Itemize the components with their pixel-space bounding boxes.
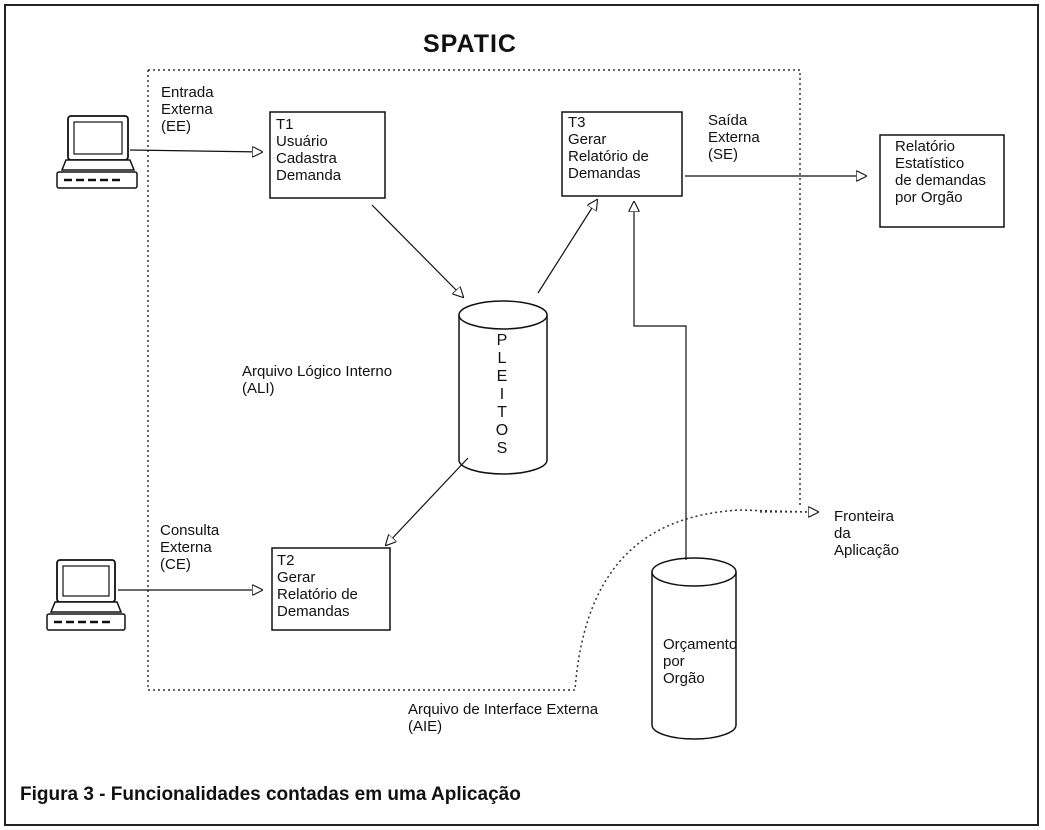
saida-externa-label: Saída Externa (SE): [708, 112, 760, 163]
pleitos-cylinder[interactable]: [458, 300, 548, 475]
consulta-externa-label: Consulta Externa (CE): [160, 522, 220, 573]
fronteira-label: Fronteira da Aplicação: [834, 508, 900, 559]
orcamento-label: Orçamento por Orgão: [663, 636, 738, 687]
computer-icon: [46, 559, 126, 631]
application-boundary: [147, 69, 809, 691]
flow-ee: [129, 150, 262, 152]
figure-frame: [4, 4, 1039, 826]
figure-caption: Figura 3 - Funcionalidades contadas em u…: [20, 784, 521, 805]
process-box-t2[interactable]: [271, 547, 391, 631]
orcamento-cylinder[interactable]: [651, 557, 737, 740]
report-label: Relatório Estatístico de demandas por Or…: [895, 138, 986, 206]
process-t1-label: T1 Usuário Cadastra Demanda: [276, 116, 342, 184]
process-t3-label: T3 Gerar Relatório de Demandas: [568, 114, 649, 182]
aie-label: Arquivo de Interface Externa (AIE): [408, 701, 599, 735]
entrada-externa-label: Entrada Externa (EE): [161, 84, 214, 135]
process-box-t1[interactable]: [269, 111, 386, 199]
pleitos-label: P L E I T O S: [495, 332, 509, 457]
computer-icon: [56, 115, 138, 189]
flow-t1-pleitos: [371, 204, 463, 297]
process-t2-label: T2 Gerar Relatório de Demandas: [277, 552, 358, 620]
ali-label: Arquivo Lógico Interno (ALI): [242, 363, 393, 397]
report-box[interactable]: [879, 134, 1005, 228]
flow-pleitos-t3: [537, 200, 597, 294]
process-box-t3[interactable]: [561, 111, 683, 197]
flow-pleitos-t2: [386, 457, 469, 545]
flow-orcamento-t3: [634, 202, 687, 560]
diagram-title: SPATIC: [423, 30, 517, 58]
